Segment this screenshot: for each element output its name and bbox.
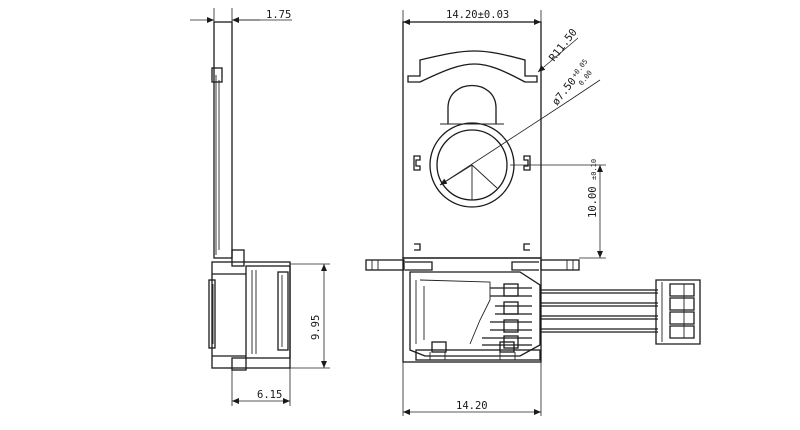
front-housing-footer bbox=[415, 349, 541, 361]
front-clip-right bbox=[523, 155, 531, 171]
front-notch-left bbox=[414, 243, 421, 251]
side-plate bbox=[213, 21, 233, 259]
front-housing-contour bbox=[419, 279, 491, 345]
front-connector-tab-right bbox=[511, 261, 539, 271]
side-housing-lip bbox=[277, 271, 289, 351]
pin-contact-1 bbox=[503, 283, 519, 297]
pin-contact-2 bbox=[503, 301, 519, 315]
dim-radius-leader bbox=[537, 37, 579, 73]
dim-height-label: 9.95 bbox=[310, 315, 322, 340]
side-tab-top bbox=[211, 67, 223, 83]
plug-slot-1 bbox=[669, 283, 695, 297]
front-flange-left bbox=[365, 259, 405, 271]
dim-depth-label: 6.15 bbox=[257, 389, 282, 401]
dim-offset-label: 10.00 bbox=[587, 186, 599, 218]
dim-top-width-label: 14.20±0.03 bbox=[446, 9, 509, 21]
dim-thickness-label: 1.75 bbox=[266, 9, 291, 21]
front-connector-frame bbox=[402, 257, 542, 363]
front-connector-tab-left bbox=[405, 261, 433, 271]
dim-bottom-width-label: 14.20 bbox=[456, 400, 488, 412]
front-pin-rails bbox=[482, 283, 532, 349]
front-clip-left bbox=[413, 155, 421, 171]
front-notch-right bbox=[523, 243, 530, 251]
front-plug bbox=[655, 279, 701, 345]
plug-body bbox=[655, 279, 701, 345]
pin-rail-4 bbox=[482, 337, 532, 346]
dim-diameter-label: ø7.50 bbox=[550, 76, 579, 108]
pin-rail-1 bbox=[490, 287, 532, 297]
side-connector-housing bbox=[245, 265, 291, 359]
side-back-rib bbox=[208, 279, 216, 349]
front-wires bbox=[540, 289, 658, 333]
front-plate bbox=[402, 21, 542, 259]
side-view: 1.75 6.15 9.95 bbox=[190, 8, 330, 406]
front-top-slot bbox=[407, 50, 538, 83]
plug-slot-4 bbox=[669, 325, 695, 339]
dim-diameter-leader bbox=[439, 99, 571, 186]
plug-slot-3 bbox=[669, 311, 695, 325]
footer-latch-left bbox=[431, 341, 447, 353]
front-pie-line-2 bbox=[471, 164, 498, 189]
side-foot bbox=[231, 357, 247, 371]
pin-contact-3 bbox=[503, 319, 519, 333]
dim-offset-tol: ±0.10 bbox=[590, 159, 598, 180]
footer-latch-right bbox=[499, 341, 515, 353]
pin-rail-3 bbox=[490, 321, 532, 331]
pin-rail-2 bbox=[495, 305, 532, 315]
dim-radius-label: R11.50 bbox=[547, 27, 580, 64]
front-window-upper bbox=[447, 85, 497, 124]
dim-diameter-leader-ext bbox=[569, 79, 601, 101]
front-view: 14.20±0.03 14.20 R11.50 ø7.50 +0.05 0.00… bbox=[365, 9, 701, 416]
plug-slot-2 bbox=[669, 297, 695, 311]
side-tab-lower bbox=[231, 249, 245, 267]
